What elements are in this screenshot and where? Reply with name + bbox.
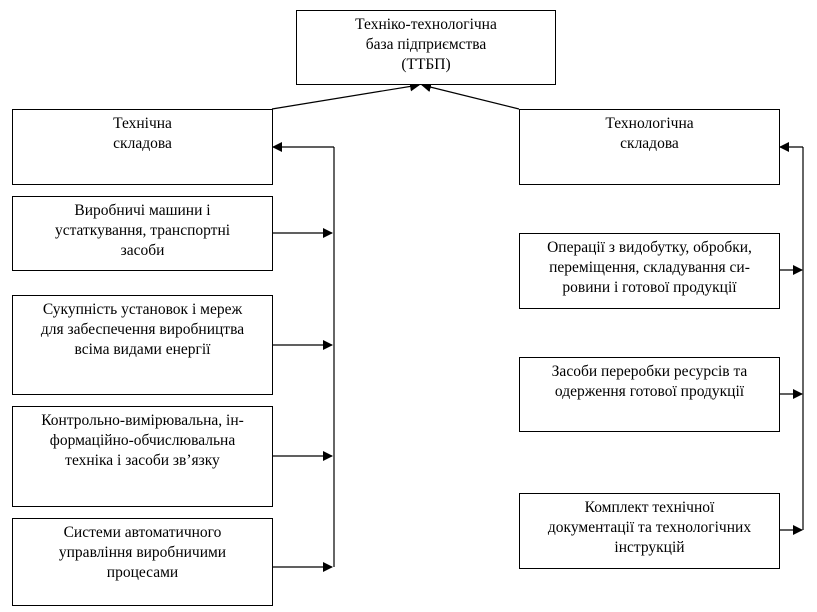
left-item-node: Виробничі машини і устаткування, транспо…: [12, 196, 273, 271]
left-item-label: Виробничі машини і устаткування, транспо…: [54, 202, 231, 259]
left-item-label: Системи автоматичного управління виробни…: [58, 524, 227, 581]
right-item-label: Засоби переробки ресурсів та одерження г…: [551, 363, 748, 400]
technical-component-label: Технічна складова: [113, 115, 172, 152]
right-item-node: Засоби переробки ресурсів та одерження г…: [519, 357, 780, 432]
left-item-node: Сукупність установок і мереж для забеспе…: [12, 295, 273, 395]
right-item-node: Комплект технічної документації та техно…: [519, 493, 780, 569]
right-item-node: Операції з видобутку, обробки, переміщен…: [519, 233, 780, 309]
right-item-label: Операції з видобутку, обробки, переміщен…: [547, 239, 752, 296]
technical-to-root-arrow: [271, 81, 420, 110]
root-node-label: Техніко-технологічна база підприємства (…: [355, 16, 497, 73]
root-node: Техніко-технологічна база підприємства (…: [296, 10, 556, 85]
technological-component-node: Технологічна складова: [519, 109, 780, 185]
technological-to-root-arrow: [421, 82, 520, 110]
right-item-label: Комплект технічної документації та техно…: [547, 499, 752, 556]
left-item-label: Контрольно-вимірювальна, ін- формаційно-…: [41, 412, 244, 469]
technical-component-node: Технічна складова: [12, 109, 273, 185]
left-item-label: Сукупність установок і мереж для забеспе…: [40, 301, 245, 358]
left-item-node: Системи автоматичного управління виробни…: [12, 518, 273, 606]
left-item-node: Контрольно-вимірювальна, ін- формаційно-…: [12, 406, 273, 507]
technological-component-label: Технологічна складова: [605, 115, 694, 152]
